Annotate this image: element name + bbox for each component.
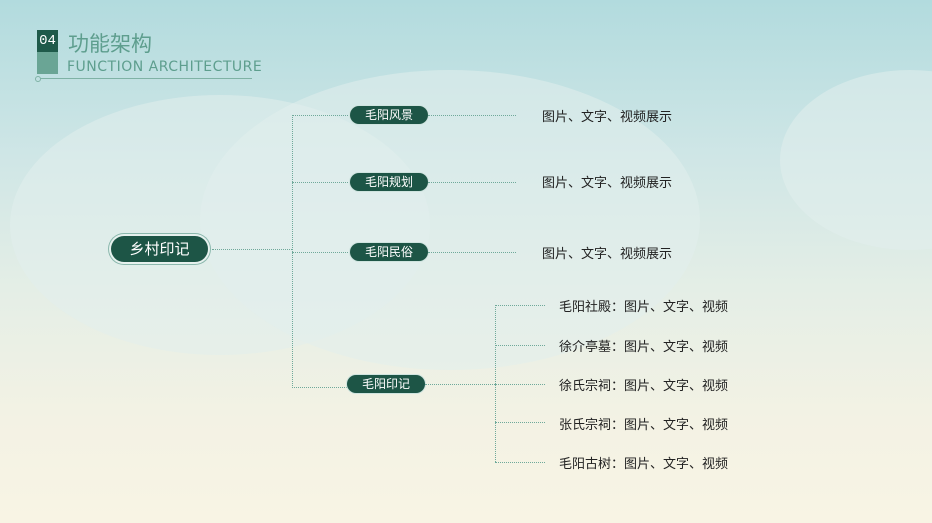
section-badge-decoration bbox=[37, 52, 58, 74]
connector bbox=[292, 387, 347, 388]
connector bbox=[495, 462, 545, 463]
title-divider bbox=[40, 78, 252, 79]
branch-node-scenery[interactable]: 毛阳风景 bbox=[350, 106, 428, 124]
connector bbox=[495, 305, 545, 306]
connector bbox=[428, 182, 516, 183]
branch-node-planning[interactable]: 毛阳规划 bbox=[350, 173, 428, 191]
leaf-text: 徐介亭墓：图片、文字、视频 bbox=[559, 340, 729, 355]
leaf-text: 张氏宗祠：图片、文字、视频 bbox=[559, 418, 729, 433]
connector bbox=[428, 252, 516, 253]
leaf-text: 毛阳古树：图片、文字、视频 bbox=[559, 457, 729, 472]
trunk-line bbox=[292, 115, 293, 388]
connector bbox=[425, 384, 495, 385]
root-node[interactable]: 乡村印记 bbox=[111, 236, 208, 262]
leaf-text: 图片、文字、视频展示 bbox=[542, 110, 673, 125]
connector bbox=[292, 115, 350, 116]
page-title: 功能架构 bbox=[68, 32, 152, 56]
connector bbox=[495, 384, 545, 385]
connector bbox=[428, 115, 516, 116]
leaf-text: 毛阳社殿：图片、文字、视频 bbox=[559, 300, 729, 315]
branch-node-memory[interactable]: 毛阳印记 bbox=[347, 375, 425, 393]
divider-dot bbox=[35, 76, 41, 82]
connector bbox=[495, 345, 545, 346]
leaf-text: 图片、文字、视频展示 bbox=[542, 247, 673, 262]
cloud-decoration bbox=[200, 70, 700, 370]
connector bbox=[292, 252, 350, 253]
branch-node-folk[interactable]: 毛阳民俗 bbox=[350, 243, 428, 261]
page-subtitle: FUNCTION ARCHITECTURE bbox=[67, 59, 263, 75]
leaf-text: 图片、文字、视频展示 bbox=[542, 176, 673, 191]
section-number: 04 bbox=[37, 30, 58, 52]
cloud-decoration bbox=[780, 70, 932, 250]
connector bbox=[292, 182, 350, 183]
sub-trunk-line bbox=[495, 305, 496, 462]
leaf-text: 徐氏宗祠：图片、文字、视频 bbox=[559, 379, 729, 394]
connector bbox=[495, 422, 545, 423]
connector bbox=[212, 249, 292, 250]
